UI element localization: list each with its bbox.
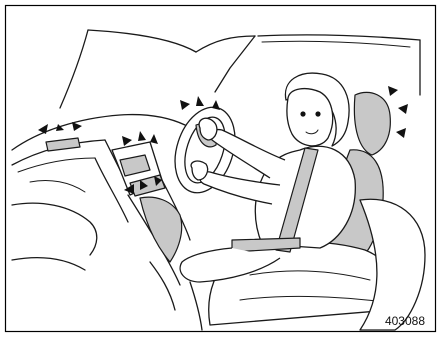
- figure-code: 403088: [385, 314, 425, 328]
